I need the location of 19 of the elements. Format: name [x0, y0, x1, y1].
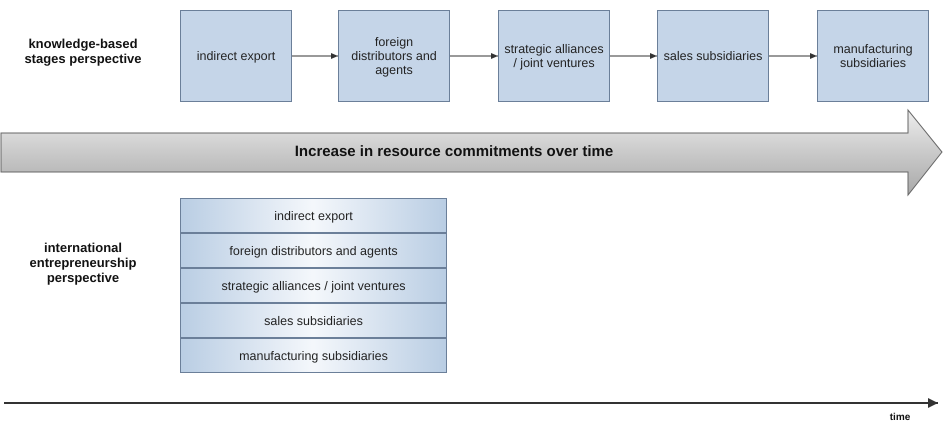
- arrow-label: Increase in resource commitments over time: [294, 143, 614, 160]
- stage-row: indirect export: [180, 198, 447, 233]
- axis-label: time: [888, 412, 912, 423]
- arrow: [610, 53, 658, 59]
- stage-row: sales subsidiaries: [180, 303, 447, 338]
- stage-box: indirect export: [180, 10, 292, 102]
- stage-box: sales subsidiaries: [657, 10, 769, 102]
- stage-box: strategic alliances / joint ventures: [498, 10, 610, 102]
- arrow: [768, 53, 818, 59]
- stage-row: strategic alliances / joint ventures: [180, 268, 447, 303]
- perspective-label: knowledge-based stages perspective: [23, 36, 143, 66]
- arrow: [450, 53, 498, 59]
- arrow: [292, 53, 338, 59]
- stage-row: foreign distributors and agents: [180, 233, 447, 268]
- stage-row: manufacturing subsidiaries: [180, 338, 447, 373]
- wide-arrow: [0, 108, 943, 196]
- stage-box: foreign distributors and agents: [338, 10, 450, 102]
- perspective-label: international entrepreneurship perspective: [28, 240, 138, 285]
- stage-box: manufacturing subsidiaries: [817, 10, 929, 102]
